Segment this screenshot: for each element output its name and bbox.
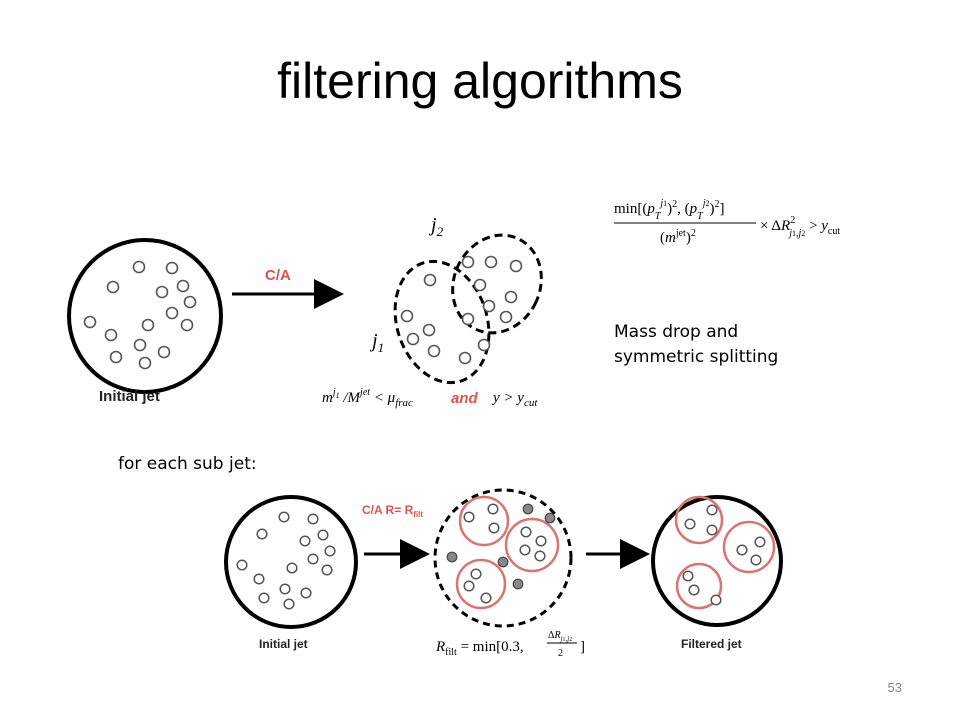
top-condition: mj1 /Mjet < μfrac y > ycut [322,387,538,409]
top-subjets [393,233,543,385]
rfilt-formula: Rfilt = min[0.3, ΔRj1,j2 2 ] [435,630,585,659]
top-initial-jet-label: Initial jet [99,388,160,405]
page-number: 53 [887,680,902,695]
top-initial-jet [67,238,223,394]
sub-jet-note: for each sub jet: [118,454,257,474]
svg-text:y > ycut: y > ycut [491,390,538,409]
svg-text:mj1 /Mjet < μfrac: mj1 /Mjet < μfrac [322,387,413,409]
top-ca-arrow-label: C/A [265,267,291,284]
mass-drop-note: Mass drop and symmetric splitting [614,320,778,370]
mass-drop-note-line1: Mass drop and [614,322,739,342]
j1-label: j1 [369,330,384,355]
bottom-filtered-jet [651,495,783,627]
svg-text:Rfilt = min[0.3,: Rfilt = min[0.3, [435,639,524,658]
bottom-initial-jet-label: Initial jet [259,637,308,651]
bottom-initial-jet [224,495,358,629]
top-condition-and: and [451,390,479,407]
bottom-filtered-jet-label: Filtered jet [681,637,742,651]
svg-text:(mjet)2: (mjet)2 [660,228,696,246]
svg-text:min[(pTj1)2, (pTj2)2]: min[(pTj1)2, (pTj2)2] [614,198,725,222]
svg-text:ΔRj1,j2: ΔRj1,j2 [548,630,572,643]
svg-text:2: 2 [558,648,563,659]
slide-title: filtering algorithms [277,53,683,109]
bottom-ca-arrow-label: C/A R= Rfilt [362,503,423,519]
mass-drop-note-line2: symmetric splitting [614,347,779,367]
j2-label: j2 [428,214,444,239]
svg-text:]: ] [580,639,585,655]
bottom-subjet-clustering [433,488,573,628]
